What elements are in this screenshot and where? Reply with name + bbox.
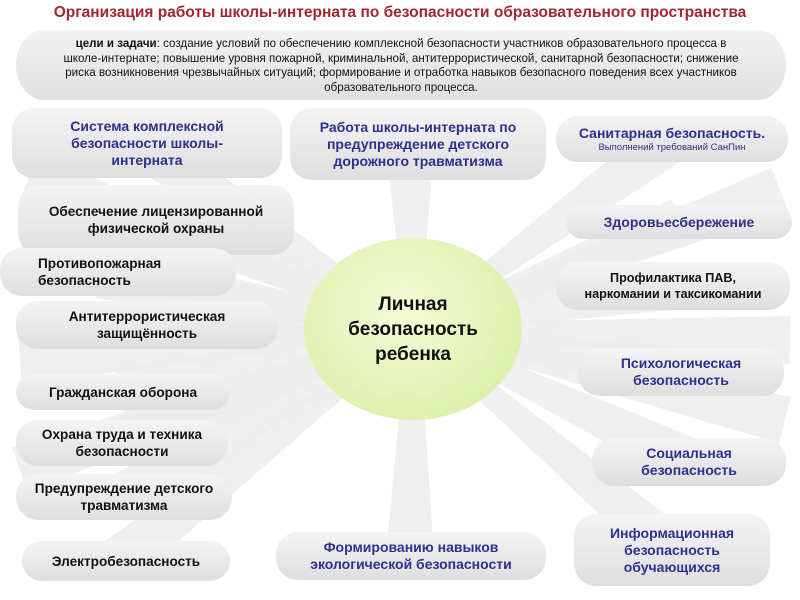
goals-box: цели и задачи: создание условий по обесп… <box>16 30 786 100</box>
node-injury-prevention: Предупреждение детского травматизма <box>16 474 232 520</box>
node-physical-guard: Обеспечение лицензированной физической о… <box>18 185 294 255</box>
node-fire-safety: Противопожарная безопасность <box>0 248 236 296</box>
node-electrical-safety: Электробезопасность <box>22 541 230 581</box>
node-complex-security: Система комплексной безопасности школы-и… <box>12 108 282 178</box>
node-labor-safety: Охрана труда и техника безопасности <box>16 420 228 466</box>
node-social-safety: Социальная безопасность <box>592 438 786 486</box>
node-civil-defense: Гражданская оборона <box>16 374 230 410</box>
goals-text: : создание условий по обеспечению компле… <box>63 37 739 94</box>
center-personal-safety: Личная безопасность ребенка <box>304 238 522 420</box>
node-road-safety: Работа школы-интерната по предупреждение… <box>290 108 546 180</box>
node-antiterror: Антитеррористическая защищённость <box>16 301 278 349</box>
node-information-safety: Информационная безопасность обучающихся <box>574 514 770 586</box>
page-title: Организация работы школы-интерната по бе… <box>53 4 747 21</box>
node-substance-prevention: Профилактика ПАВ, наркомании и таксикома… <box>556 262 790 310</box>
goals-label: цели и задачи <box>75 37 157 50</box>
node-health-saving: Здоровьесбережение <box>566 205 792 239</box>
node-psychological-safety: Психологическая безопасность <box>578 348 784 396</box>
node-ecological-safety: Формированию навыков экологической безоп… <box>276 532 546 580</box>
node-sanitary-safety: Санитарная безопасность. Выполнений треб… <box>556 116 788 162</box>
node-sanitary-subtitle: Выполнений требований СанПин <box>598 141 746 153</box>
